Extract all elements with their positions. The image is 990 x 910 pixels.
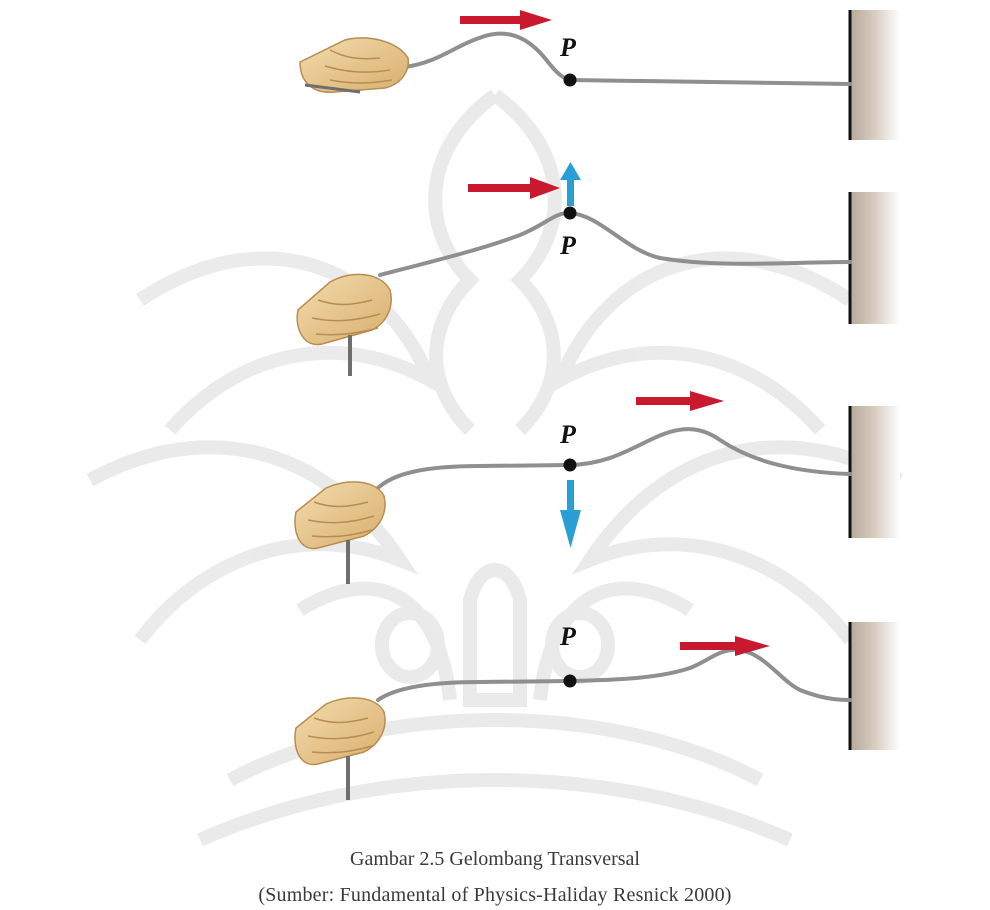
pulse-arrow [636, 391, 724, 411]
particle-velocity-arrow-down [560, 480, 581, 548]
pulse-arrow [460, 10, 552, 30]
string [378, 429, 850, 488]
particle-velocity-arrow-up [560, 162, 581, 206]
point-p-label: P [559, 622, 577, 651]
figure-source: (Sumber: Fundamental of Physics-Haliday … [0, 884, 990, 907]
hand [300, 38, 408, 92]
point-p-dot [564, 675, 577, 688]
point-p-label: P [559, 231, 577, 260]
figure-caption: Gambar 2.5 Gelombang Transversal [0, 848, 990, 871]
panel-1: P [300, 10, 900, 140]
wall [850, 406, 900, 538]
string [405, 34, 850, 84]
wall [850, 192, 900, 324]
point-p-label: P [559, 420, 577, 449]
point-p-dot [564, 207, 577, 220]
wall [850, 622, 900, 750]
wall [850, 10, 900, 140]
panel-2: P [297, 162, 900, 376]
point-p-label: P [559, 33, 577, 62]
point-p-dot [564, 74, 577, 87]
point-p-dot [564, 459, 577, 472]
